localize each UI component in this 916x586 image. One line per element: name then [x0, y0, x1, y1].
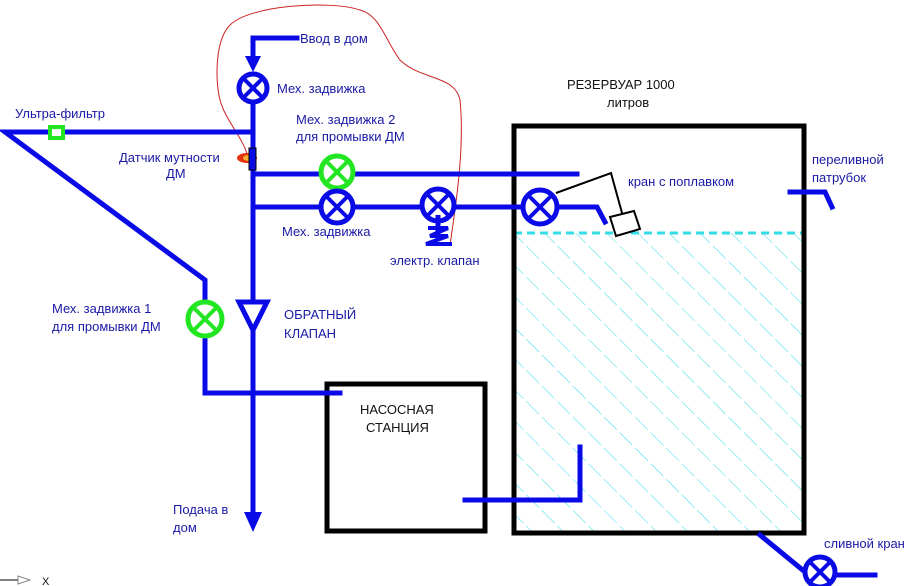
main-valve-icon: [236, 71, 270, 105]
label-pump-line2: СТАНЦИЯ: [366, 420, 429, 435]
flush-line-1-pipe: [202, 332, 343, 396]
label-supply-line1: Подача в: [173, 502, 228, 517]
inlet-pipe: [250, 35, 300, 63]
overflow-pipe: [787, 189, 836, 211]
tank-outline: [511, 123, 807, 536]
label-solenoid-valve: электр. клапан: [390, 253, 480, 268]
label-flush-valve-2-line2: для промывки ДМ: [296, 129, 405, 144]
label-main-valve: Мех. задвижка: [277, 81, 366, 96]
label-axis-x: X: [42, 576, 50, 586]
drain-valve-icon: [802, 554, 838, 586]
label-drain-valve: сливной кран: [824, 536, 905, 551]
drain-pipe: [756, 531, 809, 576]
tank-water: [516, 233, 804, 531]
float-valve-icon: [520, 171, 642, 238]
label-mech-valve-lower: Мех. задвижка: [282, 224, 371, 239]
pump-station-box: [324, 381, 488, 534]
label-tank-title-line2: литров: [607, 95, 649, 110]
label-float-valve: кран с поплавком: [628, 174, 734, 189]
label-tank-title-line1: РЕЗЕРВУАР 1000: [567, 77, 675, 92]
axis-indicator-icon: [0, 575, 32, 585]
label-turbidity-sensor-line1: Датчик мутности: [119, 150, 220, 165]
pump-suction-pipe: [462, 444, 583, 503]
label-check-valve-line1: ОБРАТНЫЙ: [284, 307, 356, 322]
label-overflow-line2: патрубок: [812, 170, 866, 185]
tank-feed-pipe: [250, 204, 609, 226]
label-supply-line2: дом: [173, 520, 197, 535]
label-pump-line1: НАСОСНАЯ: [360, 402, 434, 417]
label-flush-valve-1-line2: для промывки ДМ: [52, 319, 161, 334]
inlet-arrow-icon: [245, 56, 261, 72]
filter-pipe: [0, 129, 256, 303]
label-check-valve-line2: КЛАПАН: [284, 326, 336, 341]
label-turbidity-sensor-line2: ДМ: [166, 166, 186, 181]
turbidity-sensor-icon: [237, 147, 257, 171]
supply-arrow-icon: [244, 512, 262, 532]
label-overflow-line1: переливной: [812, 152, 884, 167]
label-flush-valve-1-line1: Мех. задвижка 1: [52, 301, 151, 316]
flush-valve-1-icon: [185, 299, 225, 339]
annotation-outline: [216, 4, 462, 246]
solenoid-valve-icon: [419, 186, 457, 246]
check-valve-icon: [234, 299, 272, 336]
label-inlet: Ввод в дом: [300, 31, 368, 46]
flush-valve-2-icon: [318, 153, 356, 191]
label-flush-valve-2-line1: Мех. задвижка 2: [296, 112, 395, 127]
ultra-filter-icon: [48, 125, 65, 140]
mech-valve-lower-icon: [318, 188, 356, 226]
label-ultra-filter: Ультра-фильтр: [15, 106, 105, 121]
